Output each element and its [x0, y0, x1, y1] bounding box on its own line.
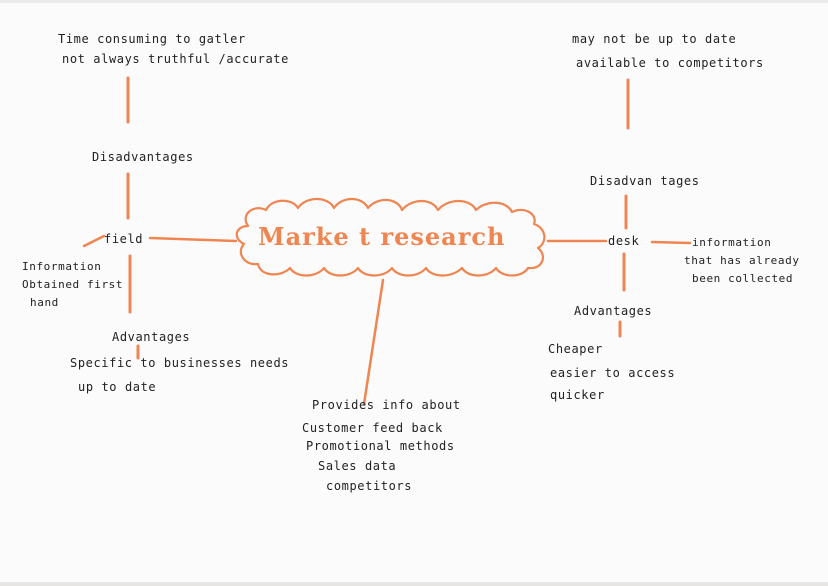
central-topic-title: Marke t research: [258, 222, 506, 251]
desk-advantages-label: Advantages: [574, 304, 653, 318]
desk-disadvantage-point: may not be up to date: [572, 32, 737, 46]
field-advantage-point: Specific to businesses needs: [70, 356, 290, 370]
field-description-line: hand: [30, 296, 59, 309]
provides-info-item: Promotional methods: [306, 439, 455, 453]
field-description-line: Obtained first: [22, 278, 124, 291]
provides-info-item: Sales data: [318, 459, 397, 473]
field-node-label: field: [104, 232, 144, 246]
desk-advantage-point: quicker: [550, 388, 605, 402]
connector-center-to-field: [148, 236, 238, 243]
connector-desk-to-description: [650, 240, 692, 245]
field-advantage-point: up to date: [78, 380, 157, 394]
title-cloud-outline: [235, 197, 546, 277]
desk-description-line: been collected: [692, 272, 794, 285]
paper-top-edge: [0, 0, 828, 3]
provides-info-item: competitors: [326, 479, 413, 493]
connector-center-to-bottom: [362, 278, 385, 406]
desk-node-label: desk: [608, 234, 640, 248]
desk-disadvantage-point: available to competitors: [576, 56, 764, 70]
field-disadvantage-point: Time consuming to gatler: [58, 32, 246, 46]
desk-description-line: that has already: [684, 254, 800, 267]
desk-advantage-point: Cheaper: [548, 342, 603, 356]
provides-info-item: Customer feed back: [302, 421, 443, 435]
provides-info-label: Provides info about: [312, 398, 461, 412]
field-disadvantages-label: Disadvantages: [92, 150, 194, 164]
desk-disadvantages-label: Disadvan tages: [590, 174, 700, 188]
desk-advantage-point: easier to access: [550, 366, 676, 380]
desk-description-line: information: [692, 236, 772, 249]
field-disadvantage-point: not always truthful /accurate: [62, 52, 289, 66]
field-advantages-label: Advantages: [112, 330, 191, 344]
field-description-line: Information: [22, 260, 102, 273]
paper-bottom-edge: [0, 582, 828, 586]
connector-field-description: [82, 234, 106, 248]
